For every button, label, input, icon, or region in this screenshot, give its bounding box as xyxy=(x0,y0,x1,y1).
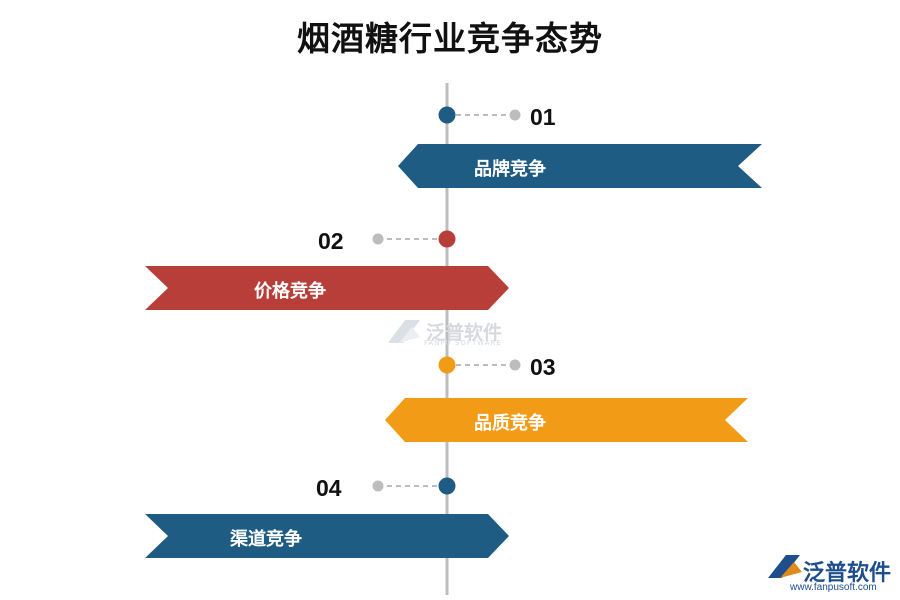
item-number-1: 01 xyxy=(530,104,556,130)
banner-3 xyxy=(385,398,748,442)
item-number-3: 03 xyxy=(530,354,556,380)
logo-url: www.fanpusoft.com xyxy=(790,582,877,593)
item-label-1: 品牌竞争 xyxy=(474,159,546,180)
item-label-3: 品质竞争 xyxy=(474,413,546,434)
axis-dot-3 xyxy=(438,356,456,374)
item-number-2: 02 xyxy=(318,228,344,254)
axis-dot-4 xyxy=(438,477,456,495)
axis-dot-1 xyxy=(438,106,456,124)
item-label-2: 价格竞争 xyxy=(254,281,326,302)
axis-dot-2 xyxy=(438,230,456,248)
fanpu-logo-icon xyxy=(768,555,802,578)
banner-1 xyxy=(398,144,762,188)
end-dot-3 xyxy=(509,359,521,371)
end-dot-2 xyxy=(372,233,384,245)
banner-2 xyxy=(145,266,509,310)
end-dot-4 xyxy=(372,480,384,492)
item-number-4: 04 xyxy=(316,475,342,501)
banner-4 xyxy=(145,514,509,558)
watermark-subtitle: FANPU SOFTWARE xyxy=(424,339,502,347)
item-label-4: 渠道竞争 xyxy=(230,529,302,550)
logo-name: 泛普软件 xyxy=(803,561,892,586)
watermark-name: 泛普软件 xyxy=(426,322,503,344)
page-title: 烟酒糖行业竞争态势 xyxy=(297,19,603,58)
watermark-icon xyxy=(388,320,420,343)
end-dot-1 xyxy=(509,109,521,121)
